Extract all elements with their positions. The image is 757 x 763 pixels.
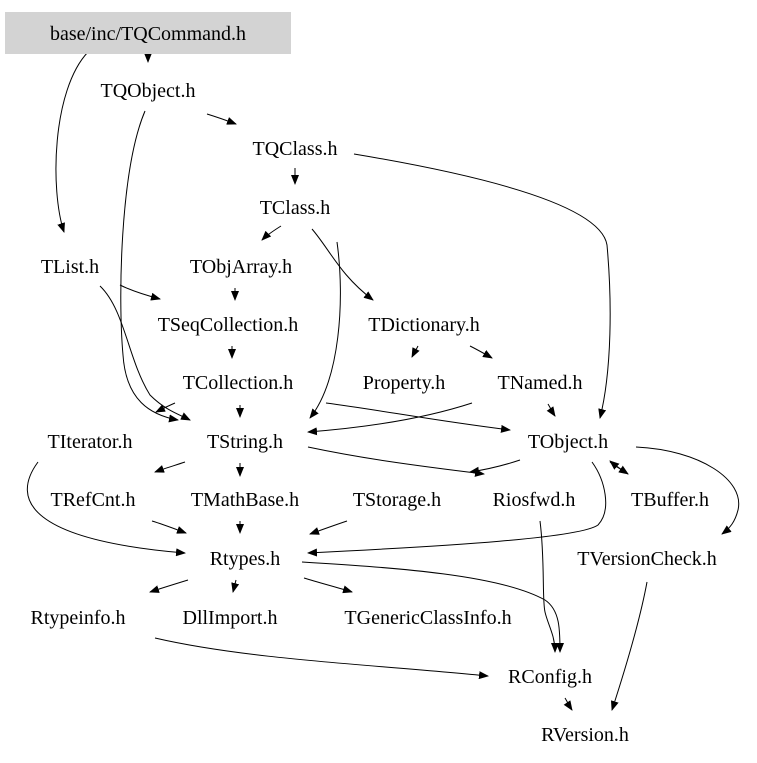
edge-tstring-to-riosfwd: [307, 446, 485, 477]
node-dllimport[interactable]: DllImport.h: [183, 607, 278, 629]
node-label: TNamed.h: [498, 372, 583, 394]
node-label: TList.h: [41, 256, 99, 278]
node-label: TGenericClassInfo.h: [344, 607, 511, 629]
node-label: DllImport.h: [183, 607, 278, 629]
node-property[interactable]: Property.h: [363, 372, 446, 394]
node-riosfwd[interactable]: Riosfwd.h: [493, 489, 576, 511]
node-label: Property.h: [363, 372, 446, 394]
edge-rtypes-to-rtypeinfo: [149, 579, 189, 593]
node-tqclass[interactable]: TQClass.h: [253, 138, 338, 160]
node-tversioncheck[interactable]: TVersionCheck.h: [577, 548, 716, 570]
node-label: TStorage.h: [353, 489, 441, 511]
edge-tqobject-to-tqclass: [206, 113, 237, 125]
node-tclass[interactable]: TClass.h: [260, 197, 331, 219]
edge-tqobject-to-tstring: [120, 110, 179, 423]
node-label: TVersionCheck.h: [577, 548, 716, 570]
edge-tclass-to-tobjarray: [261, 225, 282, 241]
node-label: TQObject.h: [101, 80, 196, 102]
node-tobject[interactable]: TObject.h: [528, 431, 608, 453]
node-titerator[interactable]: TIterator.h: [48, 431, 133, 453]
node-label: TDictionary.h: [368, 314, 479, 336]
node-tcollection[interactable]: TCollection.h: [183, 372, 294, 394]
edge-tstring-to-trefcnt: [154, 461, 186, 473]
edge-tobject-to-riosfwd: [469, 459, 521, 475]
node-label: TRefCnt.h: [51, 489, 136, 511]
node-tgenericclassinfo[interactable]: TGenericClassInfo.h: [344, 607, 511, 629]
graph-nodes: base/inc/TQCommand.hTQObject.hTQClass.hT…: [5, 12, 717, 746]
node-rversion[interactable]: RVersion.h: [541, 724, 629, 746]
node-label: TObjArray.h: [190, 256, 292, 278]
node-label: base/inc/TQCommand.h: [50, 23, 246, 45]
edge-tversioncheck-to-rversion: [610, 581, 648, 711]
edge-tqcommand-to-tlist: [55, 51, 89, 233]
edge-tdictionary-to-property: [411, 345, 420, 358]
node-label: Rtypeinfo.h: [31, 607, 126, 629]
node-label: Rtypes.h: [210, 548, 281, 570]
node-tstorage[interactable]: TStorage.h: [353, 489, 441, 511]
root-node-box: [5, 12, 291, 54]
edge-tlist-to-tseqcollection: [119, 284, 161, 301]
node-tbuffer[interactable]: TBuffer.h: [631, 489, 709, 511]
edge-rtypes-to-tgenericclassinfo: [303, 577, 353, 594]
edge-trefcnt-to-rtypes: [151, 520, 187, 534]
node-tqcommand[interactable]: base/inc/TQCommand.h: [5, 12, 291, 54]
node-label: TString.h: [207, 431, 283, 453]
edge-tobject-to-tversioncheck: [635, 446, 740, 535]
node-label: TBuffer.h: [631, 489, 709, 511]
node-trefcnt[interactable]: TRefCnt.h: [51, 489, 136, 511]
edge-rconfig-to-rversion: [563, 697, 573, 711]
node-tlist[interactable]: TList.h: [41, 256, 99, 278]
edge-rtypes-to-rconfig: [301, 561, 564, 653]
edge-rtypes-to-dllimport: [231, 579, 240, 593]
node-label: Riosfwd.h: [493, 489, 576, 511]
edge-tbuffer-to-tobject: [609, 460, 629, 475]
node-label: TObject.h: [528, 431, 608, 453]
edge-tcollection-to-titerator: [155, 402, 176, 413]
node-tmathbase[interactable]: TMathBase.h: [191, 489, 299, 511]
node-rtypeinfo[interactable]: Rtypeinfo.h: [31, 607, 126, 629]
edge-tobject-to-rtypes: [307, 461, 607, 557]
node-tseqcollection[interactable]: TSeqCollection.h: [158, 314, 299, 336]
node-label: TSeqCollection.h: [158, 314, 299, 336]
edge-tqclass-to-tobject: [353, 153, 611, 419]
node-tdictionary[interactable]: TDictionary.h: [368, 314, 479, 336]
edge-tdictionary-to-tnamed: [469, 345, 493, 359]
edge-rtypeinfo-to-rconfig: [154, 637, 489, 680]
node-tqobject[interactable]: TQObject.h: [101, 80, 196, 102]
edge-titerator-to-rtypes: [26, 461, 186, 557]
edge-tcollection-to-tobject: [325, 402, 511, 433]
node-label: TClass.h: [260, 197, 331, 219]
edge-tlist-to-tstring: [99, 285, 191, 421]
node-label: TCollection.h: [183, 372, 294, 394]
node-label: RVersion.h: [541, 724, 629, 746]
node-rtypes[interactable]: Rtypes.h: [210, 548, 281, 570]
edge-riosfwd-to-rconfig: [539, 520, 559, 653]
edge-tstorage-to-rtypes: [309, 520, 348, 535]
edge-tnamed-to-tstring: [307, 402, 473, 436]
graph-edges: [26, 51, 740, 711]
node-tnamed[interactable]: TNamed.h: [498, 372, 583, 394]
edge-tclass-to-tdictionary: [311, 228, 374, 301]
edge-tnamed-to-tobject: [546, 403, 556, 417]
node-label: TQClass.h: [253, 138, 338, 160]
edge-tclass-to-tstring: [309, 241, 341, 419]
node-tstring[interactable]: TString.h: [207, 431, 283, 453]
node-label: TIterator.h: [48, 431, 133, 453]
node-label: TMathBase.h: [191, 489, 299, 511]
node-label: RConfig.h: [508, 666, 592, 688]
node-rconfig[interactable]: RConfig.h: [508, 666, 592, 688]
node-tobjarray[interactable]: TObjArray.h: [190, 256, 292, 278]
